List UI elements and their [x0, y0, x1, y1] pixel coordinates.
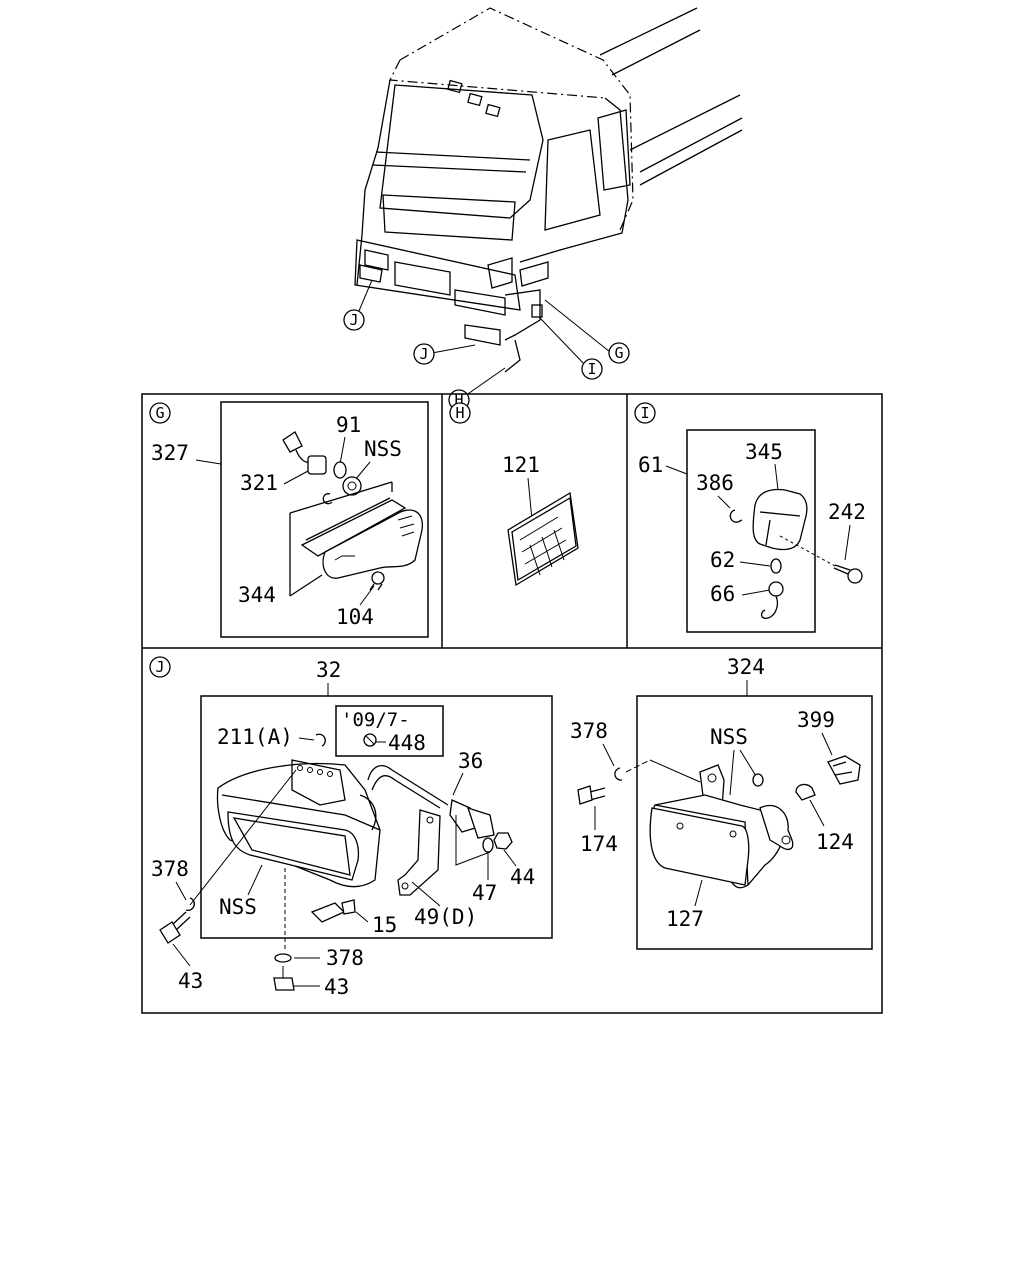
truck-cab-overview: J J H I G — [343, 7, 743, 411]
bulb-124-icon — [795, 783, 816, 801]
socket-321-icon — [282, 431, 327, 475]
label-66: 66 — [710, 582, 735, 606]
label-44: 44 — [510, 865, 535, 889]
label-378-right: 378 — [570, 719, 608, 743]
date-note-box — [335, 705, 444, 757]
label-nss-right: NSS — [710, 725, 748, 749]
panel-g: G 327 91 NSS 321 344 104 — [149, 401, 429, 638]
svg-text:G: G — [155, 404, 164, 422]
side-lamp-344-icon — [289, 481, 423, 597]
svg-text:I: I — [640, 404, 649, 422]
svg-text:J: J — [419, 345, 428, 363]
label-344: 344 — [238, 583, 276, 607]
clip-448-icon — [363, 733, 386, 747]
panel-g-badge: G — [149, 402, 171, 424]
svg-text:J: J — [349, 311, 358, 329]
nut-44-icon — [493, 832, 513, 850]
label-378-left: 378 — [151, 857, 189, 881]
reflector-121-icon — [507, 491, 579, 587]
bulb-91-icon — [333, 461, 347, 479]
washer-378-left-icon — [185, 897, 195, 911]
label-62: 62 — [710, 548, 735, 572]
label-124: 124 — [816, 830, 854, 854]
screw-104-icon — [369, 571, 385, 591]
label-47: 47 — [472, 881, 497, 905]
svg-text:J: J — [155, 658, 164, 676]
fog-lamp-32-icon — [216, 759, 449, 888]
label-121: 121 — [502, 453, 540, 477]
label-324: 324 — [727, 655, 765, 679]
label-91: 91 — [336, 413, 361, 437]
date-note: '09/7- — [341, 709, 410, 731]
bolt-43-bottom-icon — [273, 966, 295, 991]
panel-i-badge: I — [634, 402, 656, 424]
label-321: 321 — [240, 471, 278, 495]
label-174: 174 — [580, 832, 618, 856]
fog-lamp-32-inset — [200, 695, 553, 939]
panel-i: I 61 345 386 242 62 66 — [634, 402, 866, 633]
panel-h: H 121 — [449, 402, 579, 587]
callout-j-bottom: J — [413, 343, 435, 365]
label-104: 104 — [336, 605, 374, 629]
label-43-left: 43 — [178, 969, 203, 993]
label-327: 327 — [151, 441, 189, 465]
label-15: 15 — [372, 913, 397, 937]
label-49d: 49(D) — [414, 905, 477, 929]
panel-i-inset — [686, 429, 816, 633]
label-211a: 211(A) — [217, 725, 293, 749]
bulb-62-icon — [770, 558, 782, 574]
panel-g-inset — [220, 401, 429, 638]
svg-text:H: H — [454, 391, 463, 409]
label-399: 399 — [797, 708, 835, 732]
svg-text:I: I — [587, 360, 596, 378]
callout-i: I — [581, 358, 603, 380]
svg-text:G: G — [614, 344, 623, 362]
panel-j: J 32 '09/7- 448 211(A) 36 — [149, 655, 873, 999]
bolt-174-icon — [577, 785, 606, 805]
clip-211-icon — [315, 733, 326, 747]
panel-h-badge: H — [449, 402, 471, 424]
label-378-bottom: 378 — [326, 946, 364, 970]
label-43-bottom: 43 — [324, 975, 349, 999]
marker-lamp-345-icon — [752, 488, 808, 551]
label-nss-j: NSS — [219, 895, 257, 919]
socket-66-icon — [760, 581, 784, 619]
washer-378-right-icon — [614, 767, 623, 781]
grommet-nss-right-icon — [752, 773, 764, 787]
label-386: 386 — [696, 471, 734, 495]
callout-j-left: J — [343, 309, 365, 331]
callout-g: G — [608, 342, 630, 364]
svg-text:H: H — [455, 404, 464, 422]
label-32: 32 — [316, 658, 341, 682]
connector-36-icon — [449, 799, 495, 839]
grommet-nss-icon — [342, 476, 362, 496]
label-127: 127 — [666, 907, 704, 931]
fog-lamp-127-icon — [649, 764, 794, 889]
clip-386-icon — [729, 509, 743, 523]
label-61: 61 — [638, 453, 663, 477]
panel-j-badge: J — [149, 656, 171, 678]
socket-399-icon — [827, 755, 861, 785]
clip-icon — [322, 493, 333, 505]
label-242: 242 — [828, 500, 866, 524]
washer-378-bottom-icon — [274, 953, 292, 963]
fog-lamp-324-inset — [636, 695, 873, 950]
bulb-15-icon — [310, 899, 356, 923]
label-nss-g: NSS — [364, 437, 402, 461]
washer-47-icon — [482, 837, 494, 853]
panel-frames — [141, 393, 883, 1014]
screw-242-icon — [833, 564, 863, 584]
label-345: 345 — [745, 440, 783, 464]
label-448: 448 — [388, 731, 426, 755]
label-36: 36 — [458, 749, 483, 773]
bracket-49-icon — [397, 809, 441, 896]
bolt-43-left-icon — [159, 911, 191, 944]
